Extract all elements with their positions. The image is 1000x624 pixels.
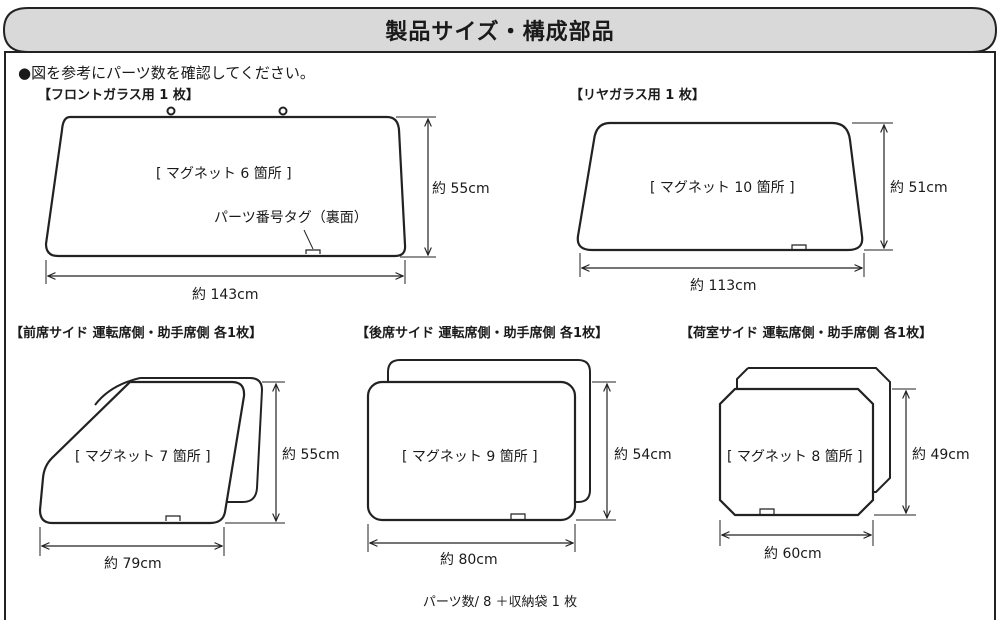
- rear-window-panel: [576, 121, 864, 252]
- instruction-note: ●図を参考にパーツ数を確認してください。: [18, 64, 315, 82]
- rear-side-diagram: [366, 359, 616, 552]
- front-windshield-width: 約 143cm: [192, 287, 259, 303]
- front-windshield-panel: [44, 115, 407, 258]
- cargo-side-diagram: [718, 367, 916, 546]
- rear-window-heading: 【リヤガラス用 1 枚】: [570, 88, 705, 103]
- cargo-side-heading: 【荷室サイド 運転席側・助手席側 各1枚】: [680, 326, 933, 341]
- rear-window-magnet-label: [ マグネット 10 箇所 ]: [650, 180, 795, 196]
- cargo-side-width: 約 60cm: [764, 546, 822, 562]
- page-title: 製品サイズ・構成部品: [385, 20, 615, 45]
- front-windshield-heading: 【フロントガラス用 1 枚】: [38, 88, 199, 103]
- cargo-side-panel-back: [748, 367, 891, 493]
- rear-window-diagram: [576, 121, 893, 277]
- rear-side-height: 約 54cm: [614, 447, 672, 463]
- front-side-height: 約 55cm: [282, 447, 340, 463]
- front-hook-left: [166, 106, 176, 116]
- rear-side-panel-front: [366, 380, 577, 522]
- front-side-panel-back-top: [94, 377, 141, 406]
- front-side-tag-mark: [165, 515, 181, 521]
- front-windshield-diagram: [44, 106, 436, 284]
- rear-side-heading: 【後席サイド 運転席側・助手席側 各1枚】: [356, 326, 609, 341]
- front-side-panel-front: [38, 380, 246, 525]
- front-side-panel-back: [140, 377, 264, 503]
- rear-tag-mark: [791, 244, 807, 250]
- parts-count-footer: パーツ数/ 8 ＋収納袋 1 枚: [422, 595, 578, 610]
- cargo-side-tag-mark: [759, 508, 775, 515]
- rear-window-width: 約 113cm: [690, 278, 757, 294]
- front-tag-leader: [303, 229, 314, 250]
- front-side-magnet-label: [ マグネット 7 箇所 ]: [75, 449, 211, 465]
- cargo-side-height: 約 49cm: [912, 447, 970, 463]
- front-tag-mark: [305, 249, 321, 254]
- front-windshield-height: 約 55cm: [432, 181, 490, 197]
- rear-side-panel-back-left: [387, 359, 401, 382]
- rear-side-panel-back: [400, 359, 591, 503]
- rear-side-width: 約 80cm: [440, 552, 498, 568]
- rear-side-magnet-label: [ マグネット 9 箇所 ]: [402, 449, 538, 465]
- title-banner: [2, 7, 998, 53]
- front-windshield-magnet-label: [ マグネット 6 箇所 ]: [156, 166, 292, 182]
- rear-window-height: 約 51cm: [890, 180, 948, 196]
- front-side-heading: 【前席サイド 運転席側・助手席側 各1枚】: [10, 326, 263, 341]
- front-side-width: 約 79cm: [104, 556, 162, 572]
- front-hook-right: [278, 106, 288, 116]
- cargo-side-panel-front: [718, 387, 875, 517]
- front-side-diagram: [38, 377, 285, 556]
- cargo-side-panel-back-left: [736, 367, 749, 389]
- rear-side-tag-mark: [510, 513, 526, 520]
- cargo-side-magnet-label: [ マグネット 8 箇所 ]: [727, 449, 863, 465]
- front-windshield-tag-label: パーツ番号タグ（裏面）: [214, 210, 368, 226]
